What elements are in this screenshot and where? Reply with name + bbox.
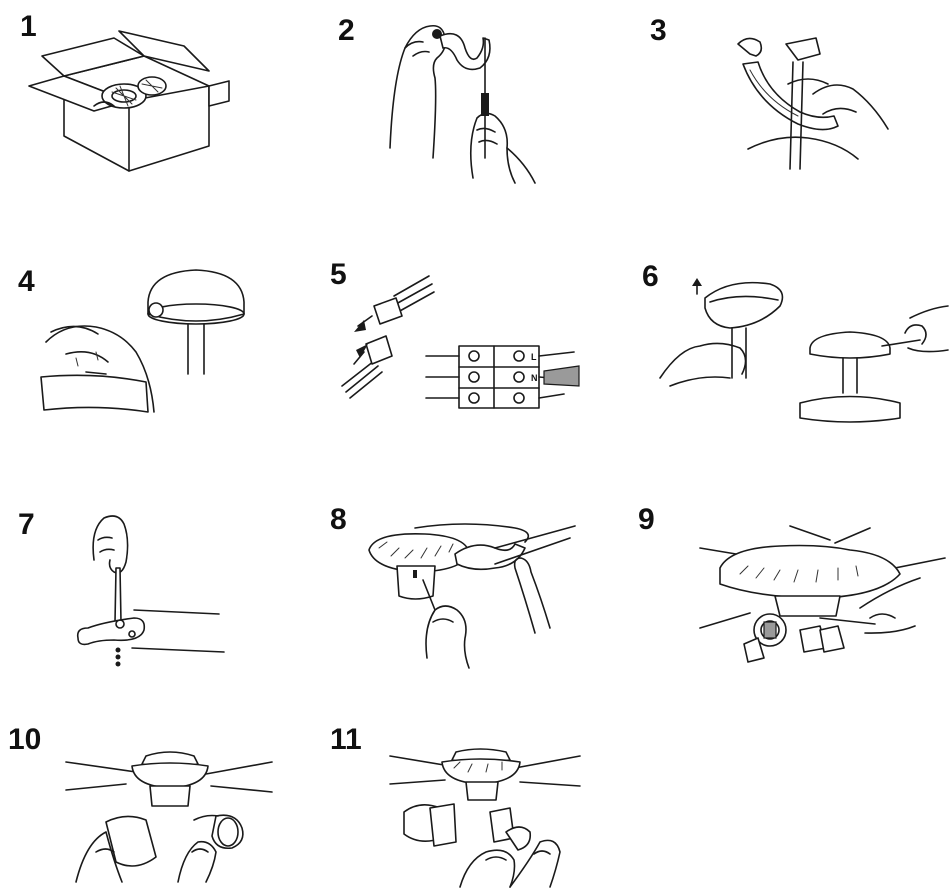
screwing-blade-illustration <box>74 510 229 670</box>
canopy-and-screw-illustration <box>660 278 950 428</box>
hands-hanging-fan-illustration <box>728 34 893 169</box>
attaching-blade-arm-illustration <box>365 518 580 668</box>
open-box-illustration <box>24 26 234 196</box>
terminal-label-neutral: N <box>531 373 538 383</box>
terminal-label-live: L <box>531 352 537 362</box>
step-11-number: 11 <box>330 725 362 755</box>
installing-glass-shades-illustration <box>66 742 272 887</box>
wire-connection-illustration: L N <box>334 276 584 416</box>
step-3-number: 3 <box>650 16 667 46</box>
fitting-light-kit-illustration <box>700 518 950 668</box>
step-2-number: 2 <box>338 16 355 46</box>
step-10-number: 10 <box>8 725 41 755</box>
mounting-canopy-illustration <box>36 262 251 422</box>
hands-assembling-bracket-illustration <box>385 18 545 188</box>
step-9-number: 9 <box>638 505 655 535</box>
step-4-number: 4 <box>18 267 35 297</box>
step-7-number: 7 <box>18 510 35 540</box>
step-8-number: 8 <box>330 505 347 535</box>
inserting-bulbs-illustration <box>390 742 580 887</box>
step-6-number: 6 <box>642 262 659 292</box>
